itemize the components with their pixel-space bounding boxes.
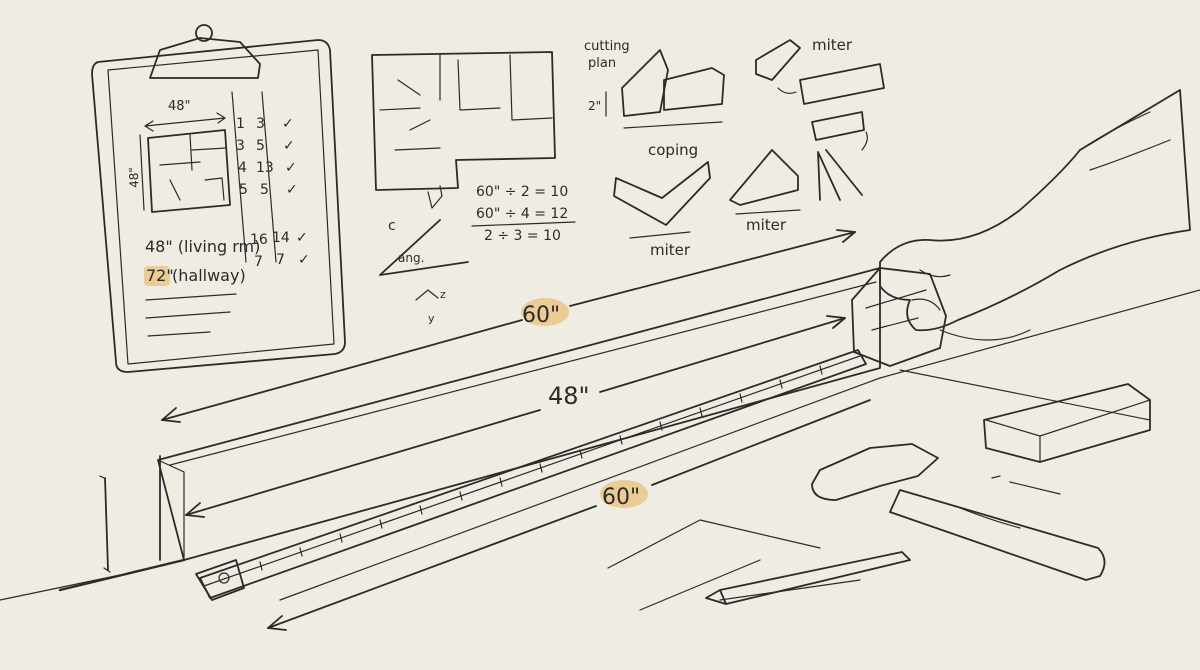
equation-line: 2 ÷ 3 = 10 <box>484 228 561 244</box>
axis-z-label: z <box>440 288 446 301</box>
table-cell: 14 <box>272 230 290 246</box>
height-dimension: 2" <box>588 99 601 113</box>
floorplan-sketch <box>147 129 231 213</box>
room-plan-sketch <box>371 51 556 191</box>
angle-letter: c <box>388 218 396 234</box>
coping-label: coping <box>648 141 698 159</box>
miter-sketch-left: miter <box>613 161 711 259</box>
cutting-plan-label-1: cutting <box>584 39 630 54</box>
check-icon: ✓ <box>283 138 295 154</box>
top-span-label: 60" <box>522 303 560 328</box>
tape-measure-icon <box>195 267 1031 601</box>
check-icon: ✓ <box>298 252 310 268</box>
check-icon: ✓ <box>296 230 308 246</box>
hammer-icon <box>811 443 1106 581</box>
equation-line: 60" ÷ 2 = 10 <box>476 184 568 200</box>
miter-sketch-top: miter <box>755 36 885 151</box>
highlight-mark <box>144 266 170 286</box>
equation-notes: 60" ÷ 2 = 10 60" ÷ 4 = 12 2 ÷ 3 = 10 <box>471 184 576 244</box>
note-living-room: 48" (living rm) <box>145 237 260 256</box>
table-cell: 5 <box>256 138 265 154</box>
table-cell: 13 <box>256 160 274 176</box>
table-cell: 7 <box>254 254 263 270</box>
table-cell: 5 <box>239 182 248 198</box>
middle-span-label: 48" <box>548 382 590 410</box>
table-cell: 3 <box>256 116 265 132</box>
angle-sketch: c ang. z y <box>379 185 469 325</box>
dimension-middle-48: 48" <box>185 315 846 518</box>
equation-line: 60" ÷ 4 = 12 <box>476 206 568 222</box>
clipboard: 48" 48" 1 3 ✓ 3 5 ✓ 4 13 ✓ 5 5 ✓ 16 14 ✓… <box>91 24 346 373</box>
baseboard-trim <box>58 267 881 592</box>
wood-block <box>983 383 1151 495</box>
check-icon: ✓ <box>286 182 298 198</box>
miter-sketch-right: miter <box>729 149 863 234</box>
bottom-span-label: 60" <box>602 485 640 510</box>
miter-label-top: miter <box>812 36 853 54</box>
table-cell: 16 <box>250 232 268 248</box>
table-cell: 7 <box>276 252 285 268</box>
clip-icon <box>149 24 261 79</box>
table-cell: 4 <box>238 160 247 176</box>
hand-icon <box>879 89 1191 332</box>
measurement-table: 1 3 ✓ 3 5 ✓ 4 13 ✓ 5 5 ✓ 16 14 ✓ 7 7 ✓ <box>236 116 310 270</box>
check-icon: ✓ <box>282 116 294 132</box>
miter-label-right: miter <box>746 216 787 234</box>
table-cell: 1 <box>236 116 245 132</box>
clipboard-side-dimension: 48" <box>127 167 142 188</box>
table-cell: 5 <box>260 182 269 198</box>
tape-blade-ticks <box>259 365 823 571</box>
note-hallway-value: 72" <box>146 266 174 285</box>
angle-label: ang. <box>398 251 424 265</box>
dimension-bottom-60: 60" <box>267 399 871 631</box>
axis-y-label: y <box>428 312 435 325</box>
dimension-top-60: 60" <box>161 229 856 423</box>
clipboard-top-dimension: 48" <box>168 99 191 114</box>
miter-label-left: miter <box>650 241 691 259</box>
floor-lines <box>0 289 1200 601</box>
note-hallway-text: (hallway) <box>172 266 246 285</box>
table-cell: 3 <box>236 138 245 154</box>
cutting-plan-sketch: cutting plan 2" coping <box>584 39 725 159</box>
pencil-icon <box>607 519 911 611</box>
check-icon: ✓ <box>285 160 297 176</box>
cutting-plan-label-2: plan <box>588 56 616 71</box>
